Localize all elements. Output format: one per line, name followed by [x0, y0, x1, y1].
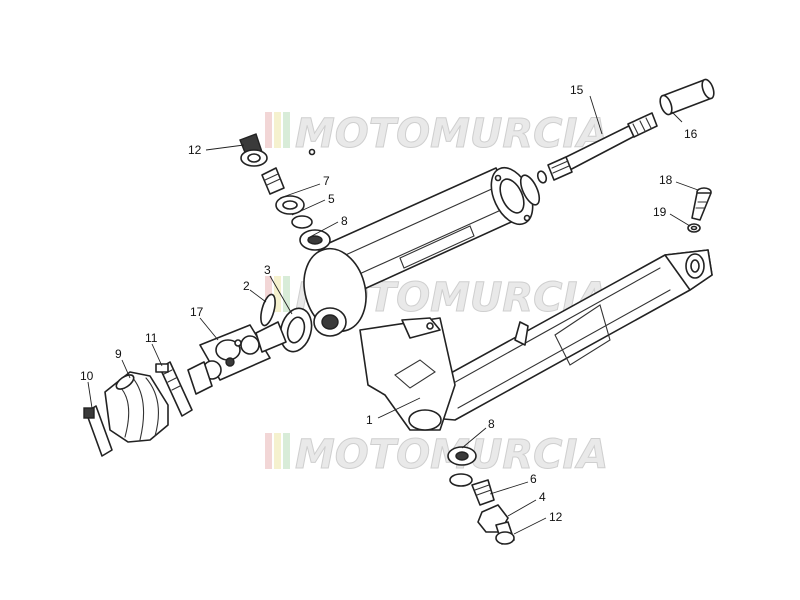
watermark-text: MOTOMURCIA	[295, 111, 608, 157]
callout-3: 3	[264, 263, 271, 277]
small-ring-near-shaft	[536, 170, 548, 184]
callout-9: 9	[115, 347, 122, 361]
callout-18: 18	[659, 173, 673, 187]
callout-17: 17	[190, 305, 204, 319]
callout-12-bottom: 12	[549, 510, 563, 524]
callout-8-top: 8	[341, 214, 348, 228]
callout-16: 16	[684, 127, 698, 141]
drive-shaft	[547, 112, 658, 181]
callout-8-bottom: 8	[488, 417, 495, 431]
callout-4: 4	[539, 490, 546, 504]
callout-labels: 12 7 5 8 2 3 17 11 9 10 15 16 18 19 1 8 …	[80, 83, 698, 524]
callout-1: 1	[366, 413, 373, 427]
circlip	[260, 293, 276, 327]
callout-11: 11	[145, 331, 158, 345]
callout-5: 5	[328, 192, 335, 206]
pivot-washer	[687, 223, 701, 233]
watermark-top: MOTOMURCIA	[265, 111, 609, 158]
callout-2: 2	[243, 279, 250, 293]
top-pivot-stack	[239, 133, 331, 251]
shaft-sleeve	[659, 78, 715, 116]
swing-arm	[359, 249, 713, 431]
watermark-bottom: MOTOMURCIA	[265, 432, 609, 479]
clamp-clip	[83, 405, 113, 457]
leader-lines	[87, 95, 699, 535]
callout-19: 19	[653, 205, 667, 219]
callout-7: 7	[323, 174, 330, 188]
callout-12-top: 12	[188, 143, 202, 157]
callout-6: 6	[530, 472, 537, 486]
rubber-gaiter	[104, 371, 169, 443]
universal-joint	[187, 321, 287, 395]
callout-10: 10	[80, 369, 94, 383]
bearing-ring	[279, 307, 313, 353]
bottom-pivot-stack	[447, 446, 515, 545]
callout-15: 15	[570, 83, 584, 97]
swing-arm-bearing-housing	[303, 247, 367, 337]
pivot-bolt	[691, 187, 712, 221]
swing-arm-tube	[317, 166, 541, 301]
hose-clamp	[155, 361, 193, 417]
